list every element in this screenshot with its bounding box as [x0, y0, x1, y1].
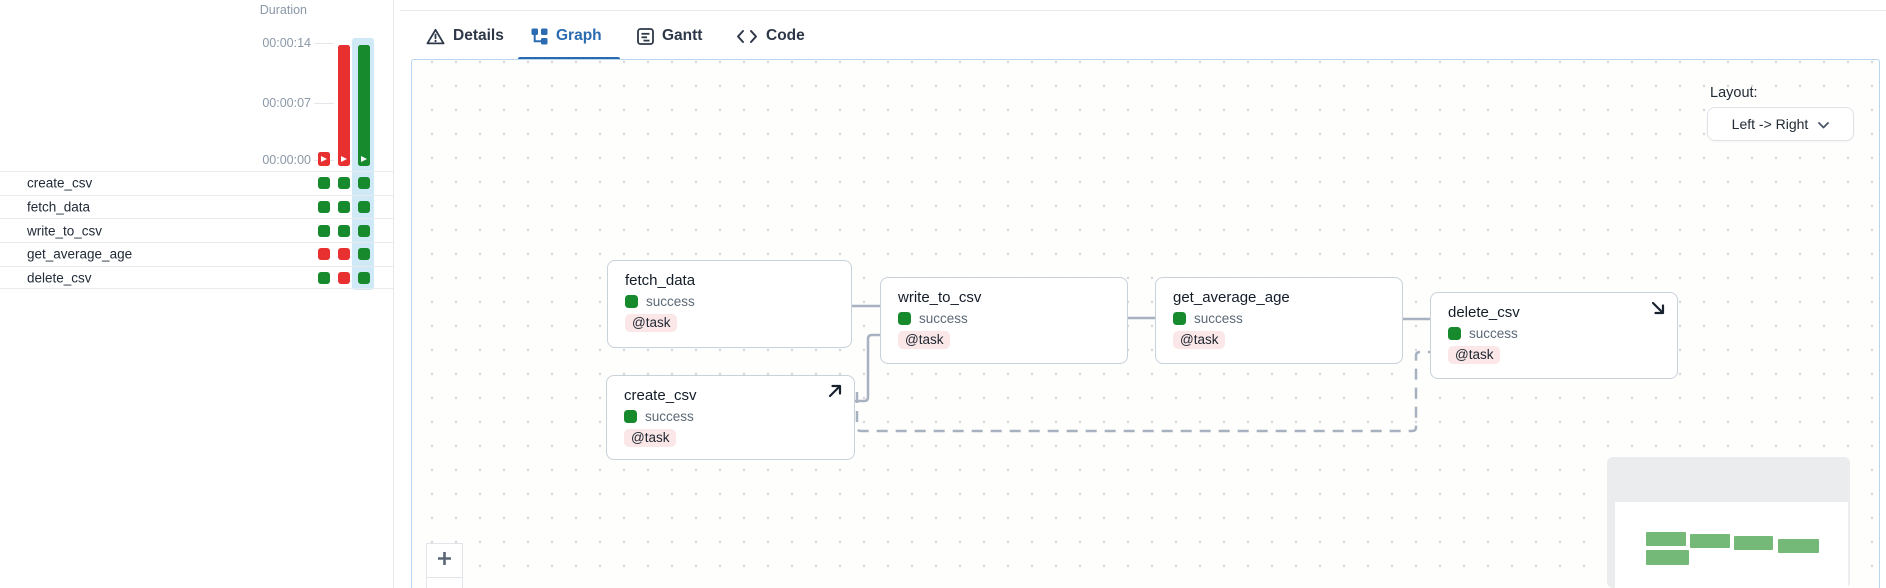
success-status-dot — [1448, 327, 1461, 340]
tab-label: Code — [766, 27, 805, 44]
minimap-node-write_to_csv — [1690, 534, 1730, 548]
node-title: delete_csv — [1448, 304, 1520, 321]
minimap-node-fetch_data — [1646, 532, 1686, 546]
duration-tick-07: 00:00:07 — [262, 96, 311, 110]
minimap-node-get_average_age — [1734, 536, 1773, 550]
panel-divider — [393, 0, 394, 588]
graph-node-delete_csv[interactable]: delete_csv success @task — [1430, 292, 1678, 379]
chevron-down-icon — [1818, 116, 1830, 132]
task-decorator-badge: @task — [1448, 346, 1501, 364]
task-rows: create_csv fetch_data write_to_csv get_aver… — [0, 171, 393, 290]
node-title: write_to_csv — [898, 289, 982, 306]
manual-run-play-icon — [341, 156, 347, 162]
task-instance-square[interactable] — [358, 177, 370, 190]
task-name-label: fetch_data — [27, 199, 91, 215]
manual-run-play-icon — [321, 156, 327, 162]
task-instance-square[interactable] — [338, 177, 350, 190]
task-instance-square[interactable] — [358, 201, 370, 214]
task-row-delete_csv[interactable]: delete_csv — [0, 265, 393, 290]
node-state: success — [1194, 311, 1243, 326]
task-decorator-badge: @task — [898, 331, 951, 349]
task-decorator-badge: @task — [624, 429, 677, 447]
graph-minimap[interactable] — [1607, 457, 1850, 588]
minimap-node-create_csv — [1646, 550, 1689, 565]
success-status-dot — [624, 410, 637, 423]
graph-node-write_to_csv[interactable]: write_to_csv success @task — [880, 277, 1128, 364]
duration-tick-00: 00:00:00 — [262, 153, 311, 167]
zoom-out-button[interactable] — [426, 578, 463, 588]
tab-label: Gantt — [662, 27, 703, 44]
layout-select-value: Left -> Right — [1731, 116, 1809, 132]
node-title: fetch_data — [625, 272, 696, 289]
task-instance-square[interactable] — [318, 224, 330, 237]
graph-node-get_average_age[interactable]: get_average_age success @task — [1155, 277, 1403, 364]
node-state: success — [1469, 326, 1518, 341]
task-instance-square[interactable] — [358, 224, 370, 237]
task-instance-square[interactable] — [318, 248, 330, 261]
dag-run-bar[interactable] — [338, 45, 350, 166]
duration-tick-14: 00:00:14 — [262, 36, 311, 50]
task-name-label: delete_csv — [27, 270, 92, 286]
setup-arrow-icon — [827, 383, 843, 404]
minimap-node-delete_csv — [1778, 539, 1819, 553]
plus-icon — [437, 551, 452, 571]
task-instance-square[interactable] — [318, 177, 330, 190]
task-instance-square[interactable] — [338, 201, 350, 214]
tab-details[interactable]: Details — [426, 21, 504, 51]
node-state: success — [919, 311, 968, 326]
task-name-label: create_csv — [27, 175, 93, 191]
task-instance-square[interactable] — [358, 271, 370, 284]
task-decorator-badge: @task — [625, 314, 678, 332]
layout-label: Layout: — [1710, 85, 1758, 101]
zoom-in-button[interactable] — [426, 543, 463, 578]
warning-triangle-icon — [426, 28, 445, 45]
graph-node-create_csv[interactable]: create_csv success @task — [606, 375, 855, 460]
tab-code[interactable]: Code — [736, 21, 805, 51]
task-instance-square[interactable] — [318, 201, 330, 214]
node-title: create_csv — [624, 387, 697, 404]
node-state: success — [645, 409, 694, 424]
task-row-fetch_data[interactable]: fetch_data — [0, 194, 393, 219]
task-decorator-badge: @task — [1173, 331, 1226, 349]
graph-nodes-icon — [531, 28, 548, 45]
task-instance-square[interactable] — [358, 248, 370, 261]
tab-label: Details — [453, 27, 504, 44]
task-name-label: write_to_csv — [27, 223, 103, 239]
teardown-arrow-icon — [1650, 300, 1666, 321]
task-row-create_csv[interactable]: create_csv — [0, 171, 393, 195]
task-name-label: get_average_age — [27, 246, 133, 262]
node-state: success — [646, 294, 695, 309]
graph-node-fetch_data[interactable]: fetch_data success @task — [607, 260, 852, 348]
task-row-get_average_age[interactable]: get_average_age — [0, 242, 393, 266]
task-instance-square[interactable] — [338, 271, 350, 284]
duration-bars — [318, 45, 372, 166]
tabs-top-border — [400, 10, 1886, 11]
task-instance-square[interactable] — [318, 271, 330, 284]
node-title: get_average_age — [1173, 289, 1290, 306]
dag-run-bar[interactable] — [318, 152, 330, 166]
layout-direction-select[interactable]: Left -> Right — [1707, 107, 1854, 141]
grid-panel: Duration 00:00:14 00:00:07 00:00:00 crea… — [0, 0, 393, 588]
manual-run-play-icon — [361, 156, 367, 162]
gantt-doc-icon — [637, 27, 654, 45]
tick-line — [314, 43, 334, 44]
canvas-zoom-controls — [426, 543, 463, 588]
task-instance-square[interactable] — [338, 224, 350, 237]
tab-gantt[interactable]: Gantt — [637, 21, 702, 51]
task-instance-square[interactable] — [338, 248, 350, 261]
success-status-dot — [898, 312, 911, 325]
tick-line — [314, 103, 334, 104]
success-status-dot — [625, 295, 638, 308]
duration-axis-title: Duration — [259, 3, 307, 17]
success-status-dot — [1173, 312, 1186, 325]
code-brackets-icon — [736, 29, 758, 44]
tab-label: Graph — [556, 27, 602, 44]
dag-run-bar[interactable] — [358, 45, 370, 166]
task-row-write_to_csv[interactable]: write_to_csv — [0, 218, 393, 242]
tab-graph[interactable]: Graph — [531, 21, 602, 51]
